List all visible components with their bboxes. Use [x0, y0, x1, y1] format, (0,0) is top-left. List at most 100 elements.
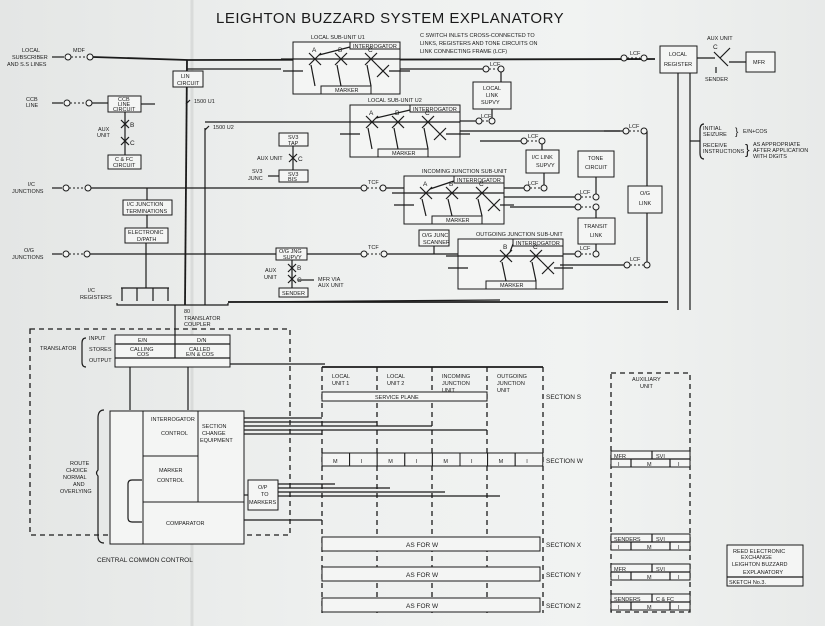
svg-text:SECTION Y: SECTION Y — [546, 572, 582, 579]
svg-text:O/G JUNC: O/G JUNC — [422, 233, 448, 239]
svg-text:MFR: MFR — [614, 454, 626, 460]
svg-text:SV3: SV3 — [288, 172, 298, 178]
diagram-title: LEIGHTON BUZZARD SYSTEM EXPLANATORY — [216, 10, 564, 27]
svg-text:LCF: LCF — [490, 62, 501, 68]
svg-text:MFR VIA: MFR VIA — [318, 277, 341, 283]
lcf-tone: LCF — [504, 190, 600, 201]
line-circuit-block: LIN CIRCUIT — [172, 70, 204, 88]
og-junction-supervisory: O/G JNG SUPVY B C AUX UNIT SENDER MFR VI… — [264, 247, 344, 298]
service-plane — [321, 391, 488, 402]
svg-text:O/P: O/P — [258, 485, 268, 491]
svg-text:E/N: E/N — [138, 338, 147, 344]
svg-text:LCF: LCF — [630, 257, 641, 263]
svg-text:INSTRUCTIONS: INSTRUCTIONS — [703, 149, 745, 155]
svg-text:I/C JUNCTION: I/C JUNCTION — [127, 202, 163, 208]
svg-text:A: A — [369, 110, 374, 117]
svg-text:B: B — [449, 181, 453, 188]
section-w-cell — [514, 452, 544, 467]
translator-coupler: 80 TRANSLATOR COUPLER — [174, 305, 220, 338]
svg-text:O/G: O/G — [24, 248, 34, 254]
ic-junction-terminations-block: I/C JUNCTION TERMINATIONS ELECTRONIC D/P… — [122, 188, 173, 288]
svg-text:AUX UNIT: AUX UNIT — [707, 36, 733, 42]
svg-text:RECEIVE: RECEIVE — [703, 143, 727, 149]
svg-text:STORES: STORES — [89, 347, 112, 353]
svg-text:MARKER: MARKER — [500, 283, 524, 289]
svg-text:AS APPROPRIATE: AS APPROPRIATE — [753, 142, 801, 148]
lcf-u2: LCF — [460, 114, 496, 125]
svg-text:C & FC: C & FC — [656, 597, 674, 603]
svg-text:AFTER APPLICATION: AFTER APPLICATION — [753, 148, 808, 154]
svg-text:I: I — [678, 605, 680, 611]
svg-text:I: I — [416, 459, 418, 465]
svg-text:AUXILIARY: AUXILIARY — [632, 377, 661, 383]
section-w-cell — [404, 452, 433, 467]
section-row — [321, 566, 541, 582]
svg-text:I: I — [618, 545, 620, 551]
svg-text:I: I — [361, 459, 363, 465]
svg-text:C: C — [130, 140, 135, 147]
svg-text:C SWITCH INLETS CROSS-CONNECTE: C SWITCH INLETS CROSS-CONNECTED TO — [420, 33, 535, 39]
transit-link-block: TRANSIT LINK — [577, 217, 616, 252]
section-w-cell — [459, 452, 489, 467]
svg-text:INCOMING JUNCTION SUB-UNIT: INCOMING JUNCTION SUB-UNIT — [422, 169, 508, 175]
svg-text:TRANSLATOR: TRANSLATOR — [40, 346, 76, 352]
ic-link-supervisory: I/C LINK SUPVY — [525, 149, 560, 188]
svg-text:JUNC: JUNC — [248, 176, 263, 182]
svg-text:CIRCUIT: CIRCUIT — [113, 107, 136, 113]
local-register-block: LOCAL REGISTER AUX UNIT C SENDER MFR — [659, 36, 776, 83]
svg-text:LCF: LCF — [580, 246, 591, 252]
svg-text:CONTROL: CONTROL — [157, 478, 184, 484]
svg-text:CCB: CCB — [26, 97, 38, 103]
svg-text:LOCAL SUB-UNIT U2: LOCAL SUB-UNIT U2 — [368, 98, 422, 104]
svg-text:LINE: LINE — [118, 102, 131, 108]
svg-text:O/G: O/G — [640, 191, 650, 197]
section-row — [321, 597, 541, 613]
tcf-ic: TCF — [360, 180, 410, 192]
lcf-ic: LCF — [504, 181, 548, 192]
svg-text:I: I — [678, 545, 680, 551]
svg-text:M: M — [647, 605, 652, 611]
u1-label: 1500 U1 — [194, 99, 215, 105]
svg-text:SECTION Z: SECTION Z — [546, 603, 581, 610]
local-link-supervisory: LOCAL LINK SUPVY — [472, 81, 512, 118]
lcf-u2-lower: LCF — [520, 134, 546, 150]
central-common-control: ROUTE CHOICE NORMAL AND OVERLYING INTERR… — [60, 409, 279, 564]
ic-junctions-input: I/C JUNCTIONS — [12, 182, 92, 195]
svg-text:B: B — [338, 47, 342, 54]
svg-text:CIRCUIT: CIRCUIT — [113, 163, 136, 169]
svg-text:E/N & COS: E/N & COS — [186, 352, 214, 358]
svg-text:I/C: I/C — [88, 288, 95, 294]
svg-text:SUPVY: SUPVY — [536, 163, 555, 169]
svg-text:UNIT: UNIT — [442, 388, 455, 394]
svg-text:EXPLANATORY: EXPLANATORY — [743, 570, 783, 576]
svg-text:REGISTERS: REGISTERS — [80, 295, 112, 301]
svg-text:C: C — [425, 110, 430, 117]
svg-text:CIRCUIT: CIRCUIT — [177, 81, 200, 87]
svg-text:I/C LINK: I/C LINK — [532, 155, 553, 161]
svg-text:TERMINATIONS: TERMINATIONS — [126, 209, 167, 215]
svg-text:NORMAL: NORMAL — [63, 475, 87, 481]
svg-text:C: C — [713, 44, 718, 51]
ccb-line-input: CCB LINE — [26, 97, 108, 109]
svg-text:LCF: LCF — [630, 51, 641, 57]
og-junc-scanner-block: O/G JUNC SCANNER — [418, 229, 450, 254]
svg-text:INITIAL: INITIAL — [703, 126, 722, 132]
svg-text:80: 80 — [184, 309, 190, 315]
svg-text:M: M — [333, 459, 338, 465]
svg-text:AUX UNIT: AUX UNIT — [257, 156, 283, 162]
svg-text:OUTPUT: OUTPUT — [89, 358, 112, 364]
svg-text:TCF: TCF — [368, 245, 379, 251]
svg-text:SECTION: SECTION — [202, 424, 226, 430]
svg-text:I: I — [618, 605, 620, 611]
svg-text:LOCAL SUB-UNIT U1: LOCAL SUB-UNIT U1 — [311, 35, 365, 41]
svg-text:UNIT 1: UNIT 1 — [332, 381, 349, 387]
svg-text:SECTION X: SECTION X — [546, 542, 582, 549]
svg-text:MARKER: MARKER — [159, 468, 183, 474]
svg-text:SCANNER: SCANNER — [423, 240, 450, 246]
svg-text:BIS: BIS — [288, 177, 297, 183]
svg-text:REED ELECTRONIC: REED ELECTRONIC — [733, 549, 785, 555]
